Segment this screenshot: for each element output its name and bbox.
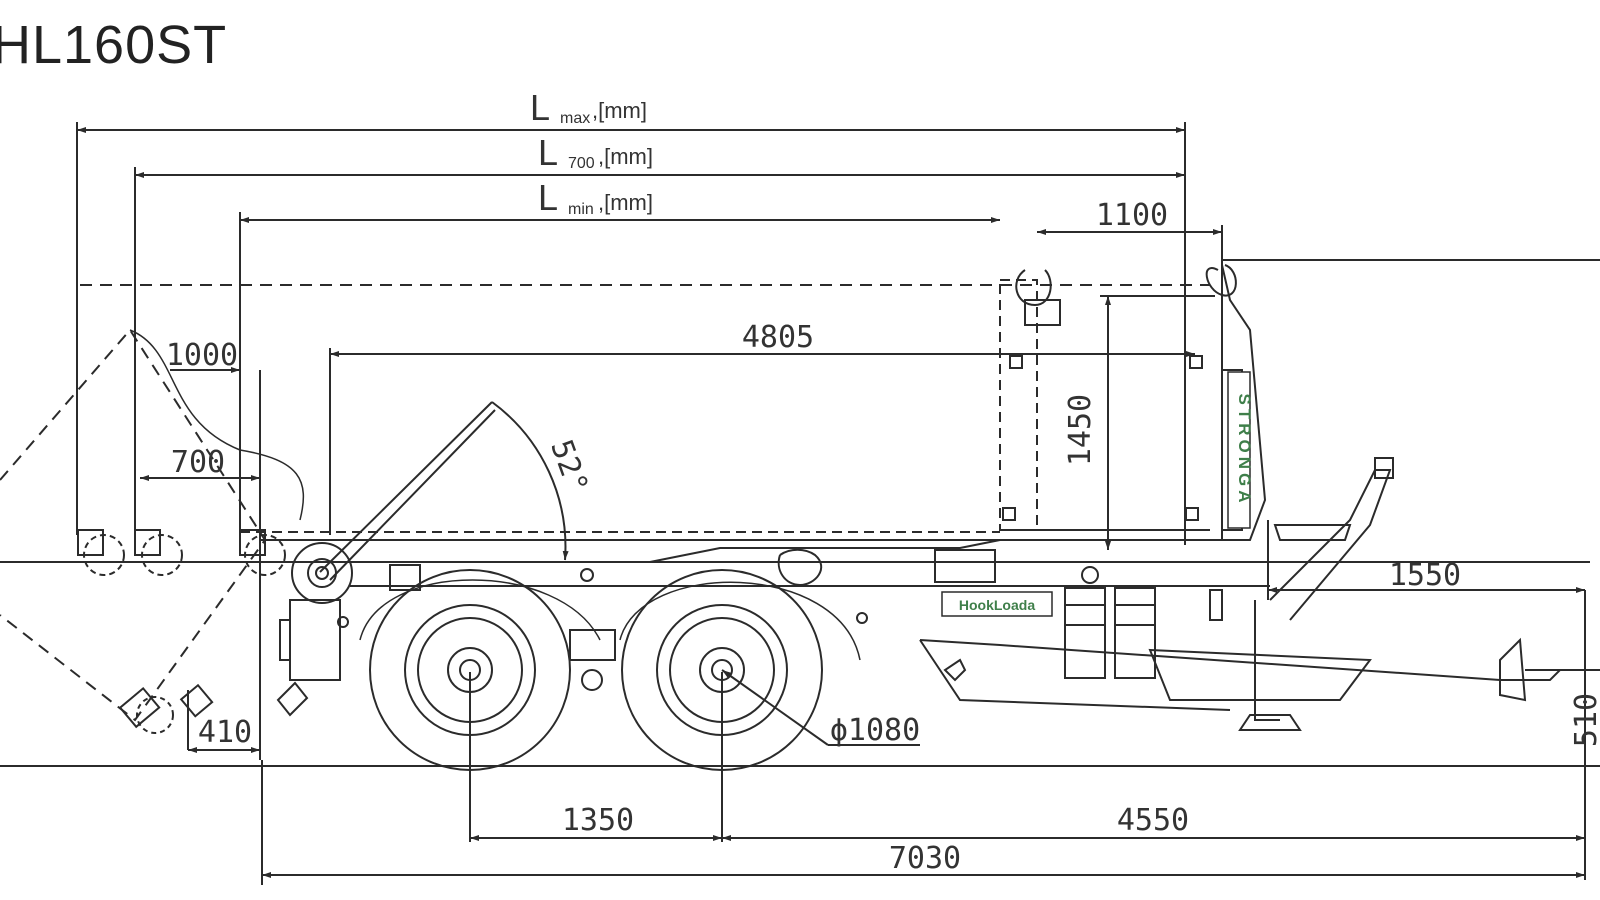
l700-label-sub: 700 [568, 155, 595, 172]
hookloada-logo: HookLoada [941, 591, 1053, 617]
dimension-1350: 1350 [562, 803, 634, 838]
dimension-1450: 1450 [1063, 394, 1098, 466]
lmax-label-main: L [530, 87, 550, 128]
angle-arc [491, 401, 569, 561]
dimension-4550: 4550 [1117, 803, 1189, 838]
dimension-410: 410 [198, 715, 252, 750]
lmin-label-main: L [538, 177, 558, 218]
hookloada-logo-text: HookLoada [959, 597, 1035, 613]
l700-label: L 700 ,[mm] [538, 132, 653, 173]
dimension-4805: 4805 [742, 320, 814, 355]
lmin-label-sub: min [568, 201, 594, 218]
dimension-510: 510 [1569, 693, 1600, 747]
stronga-logo-text: STRONGA [1235, 394, 1254, 507]
lmax-label: L max ,[mm] [530, 87, 647, 128]
dimension-1550: 1550 [1389, 558, 1461, 593]
lmin-label-unit: ,[mm] [598, 190, 653, 215]
dimension-700: 700 [171, 445, 225, 480]
l700-label-unit: ,[mm] [598, 144, 653, 169]
dimension-wheel-diameter: ϕ1080 [830, 713, 920, 748]
stronga-logo: STRONGA [1227, 371, 1254, 529]
lmax-label-unit: ,[mm] [592, 98, 647, 123]
dimension-1100: 1100 [1096, 198, 1168, 233]
lmax-label-sub: max [560, 110, 590, 127]
l700-label-main: L [538, 132, 558, 173]
lmin-label: L min ,[mm] [538, 177, 653, 218]
model-title: HL160ST [0, 15, 228, 75]
dimension-7030: 7030 [889, 841, 961, 876]
dimension-1000: 1000 [166, 338, 238, 373]
dimension-angle-52: 52° [543, 435, 594, 498]
